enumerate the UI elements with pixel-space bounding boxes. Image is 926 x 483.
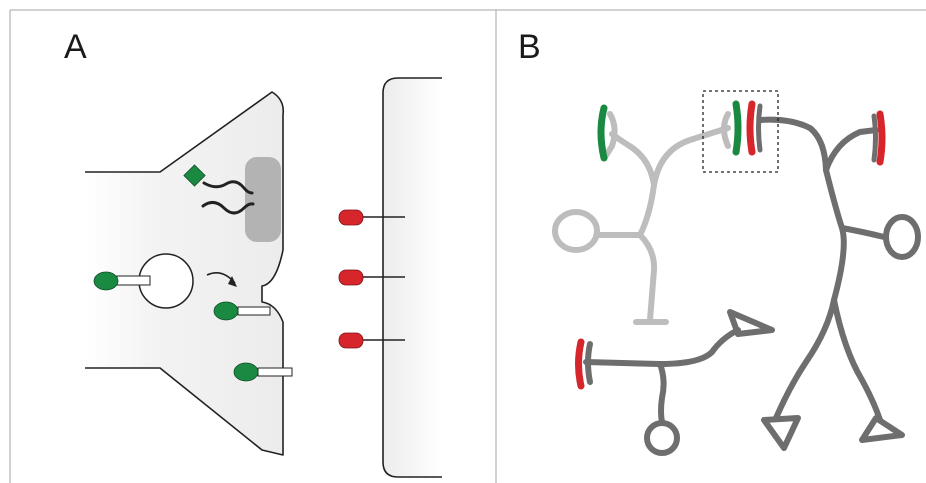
wavy-line-1 [202, 180, 254, 195]
dark-neuron-foot-right [859, 415, 905, 443]
light-neuron-process-main [637, 125, 731, 323]
wavy-line-2 [201, 201, 255, 215]
transport-arrowhead [228, 276, 237, 287]
vesicle-protein-stalk [116, 275, 151, 286]
green-ligand-membrane-1 [213, 301, 239, 321]
dark2-descend [657, 361, 667, 425]
dark2-triangle [727, 309, 775, 337]
light-neuron-ring [552, 209, 600, 253]
neuron-light [552, 111, 731, 325]
presynaptic-membrane [85, 91, 285, 456]
membrane-protein-stalk-2 [257, 367, 293, 377]
green-marker-center [732, 100, 742, 156]
light-neuron-branch-left [609, 131, 657, 188]
gray-marker-center [756, 103, 763, 153]
membrane-protein-stalk-1 [237, 306, 271, 316]
red-marker-center [746, 100, 756, 156]
green-marker-left [597, 104, 608, 162]
neuron-dark [757, 116, 921, 451]
red-receptor-3 [338, 332, 364, 349]
dark2-terminal [585, 341, 593, 385]
dark2-ring [644, 420, 680, 456]
panel-b: B [518, 28, 921, 456]
postsynaptic-cell [383, 78, 442, 477]
dark-neuron-trunk [773, 167, 847, 421]
panel-b-label: B [518, 28, 541, 66]
panel-a: A [64, 28, 442, 478]
panel-a-label: A [64, 28, 87, 66]
green-ligand-membrane-2 [233, 362, 259, 382]
light-neuron-terminal-right [721, 111, 731, 149]
gray-patch [245, 157, 281, 242]
dark-neuron-lower-right [831, 297, 883, 423]
synapse-highlight-box [702, 90, 779, 173]
dark-neuron-top-process [757, 116, 829, 173]
neuron-dark-2 [583, 309, 775, 456]
figure-frame [9, 9, 926, 483]
dark-neuron-ring-branch [839, 225, 887, 240]
red-marker-lower [575, 338, 585, 390]
red-receptor-2 [338, 269, 364, 286]
gray-marker-right [871, 113, 878, 163]
dark-neuron-foot-left [761, 415, 801, 451]
red-receptor-1 [338, 209, 364, 226]
green-ligand-vesicle [93, 271, 119, 291]
green-diamond-icon [183, 164, 206, 187]
dark-neuron-right-branch [823, 127, 879, 173]
red-marker-right [876, 110, 886, 166]
dark2-main-process [583, 327, 741, 367]
dark-neuron-ring-right [883, 214, 921, 260]
